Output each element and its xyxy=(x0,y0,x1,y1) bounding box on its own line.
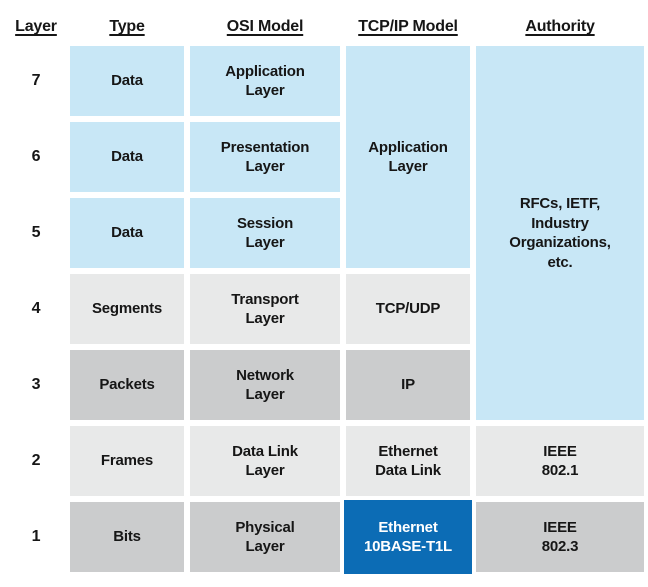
layer-number-6: 6 xyxy=(31,147,41,165)
tcpip-cell-application: Application Layer xyxy=(346,46,470,268)
tcpip-cell-tcpudp: TCP/UDP xyxy=(346,274,470,344)
layer-number-2: 2 xyxy=(31,451,41,469)
tcpip-cell-ip: IP xyxy=(346,350,470,420)
type-cell-4: Segments xyxy=(70,274,184,344)
header-type: Type xyxy=(109,18,145,35)
osi-cell-session: Session Layer xyxy=(190,198,340,268)
layer-number-4: 4 xyxy=(31,299,41,317)
osi-cell-datalink: Data Link Layer xyxy=(190,426,340,496)
authority-cell-ieee-8021: IEEE 802.1 xyxy=(476,426,644,496)
type-cell-7: Data xyxy=(70,46,184,116)
type-cell-6: Data xyxy=(70,122,184,192)
header-tcpip: TCP/IP Model xyxy=(358,18,458,35)
authority-cell-ieee-8023: IEEE 802.3 xyxy=(476,502,644,572)
layer-number-1: 1 xyxy=(31,527,41,545)
type-cell-2: Frames xyxy=(70,426,184,496)
header-osi: OSI Model xyxy=(226,18,304,35)
tcpip-cell-ethernet-datalink: Ethernet Data Link xyxy=(346,426,470,496)
layer-number-5: 5 xyxy=(31,223,41,241)
header-layer: Layer xyxy=(15,18,57,35)
table-header-row: Layer Type OSI Model TCP/IP Model Author… xyxy=(8,8,644,46)
table-body: Application Layer RFCs, IETF, Industry O… xyxy=(8,46,644,574)
osi-cell-transport: Transport Layer xyxy=(190,274,340,344)
osi-cell-presentation: Presentation Layer xyxy=(190,122,340,192)
layer-model-table: Layer Type OSI Model TCP/IP Model Author… xyxy=(8,8,644,574)
header-authority: Authority xyxy=(525,18,595,35)
tcpip-cell-ethernet-10base-t1l: Ethernet 10BASE-T1L xyxy=(344,500,472,574)
authority-cell-rfcs: RFCs, IETF, Industry Organizations, etc. xyxy=(476,46,644,420)
osi-cell-network: Network Layer xyxy=(190,350,340,420)
layer-number-3: 3 xyxy=(31,375,41,393)
osi-cell-application: Application Layer xyxy=(190,46,340,116)
osi-cell-physical: Physical Layer xyxy=(190,502,340,572)
layer-number-7: 7 xyxy=(31,71,41,89)
type-cell-1: Bits xyxy=(70,502,184,572)
type-cell-3: Packets xyxy=(70,350,184,420)
type-cell-5: Data xyxy=(70,198,184,268)
